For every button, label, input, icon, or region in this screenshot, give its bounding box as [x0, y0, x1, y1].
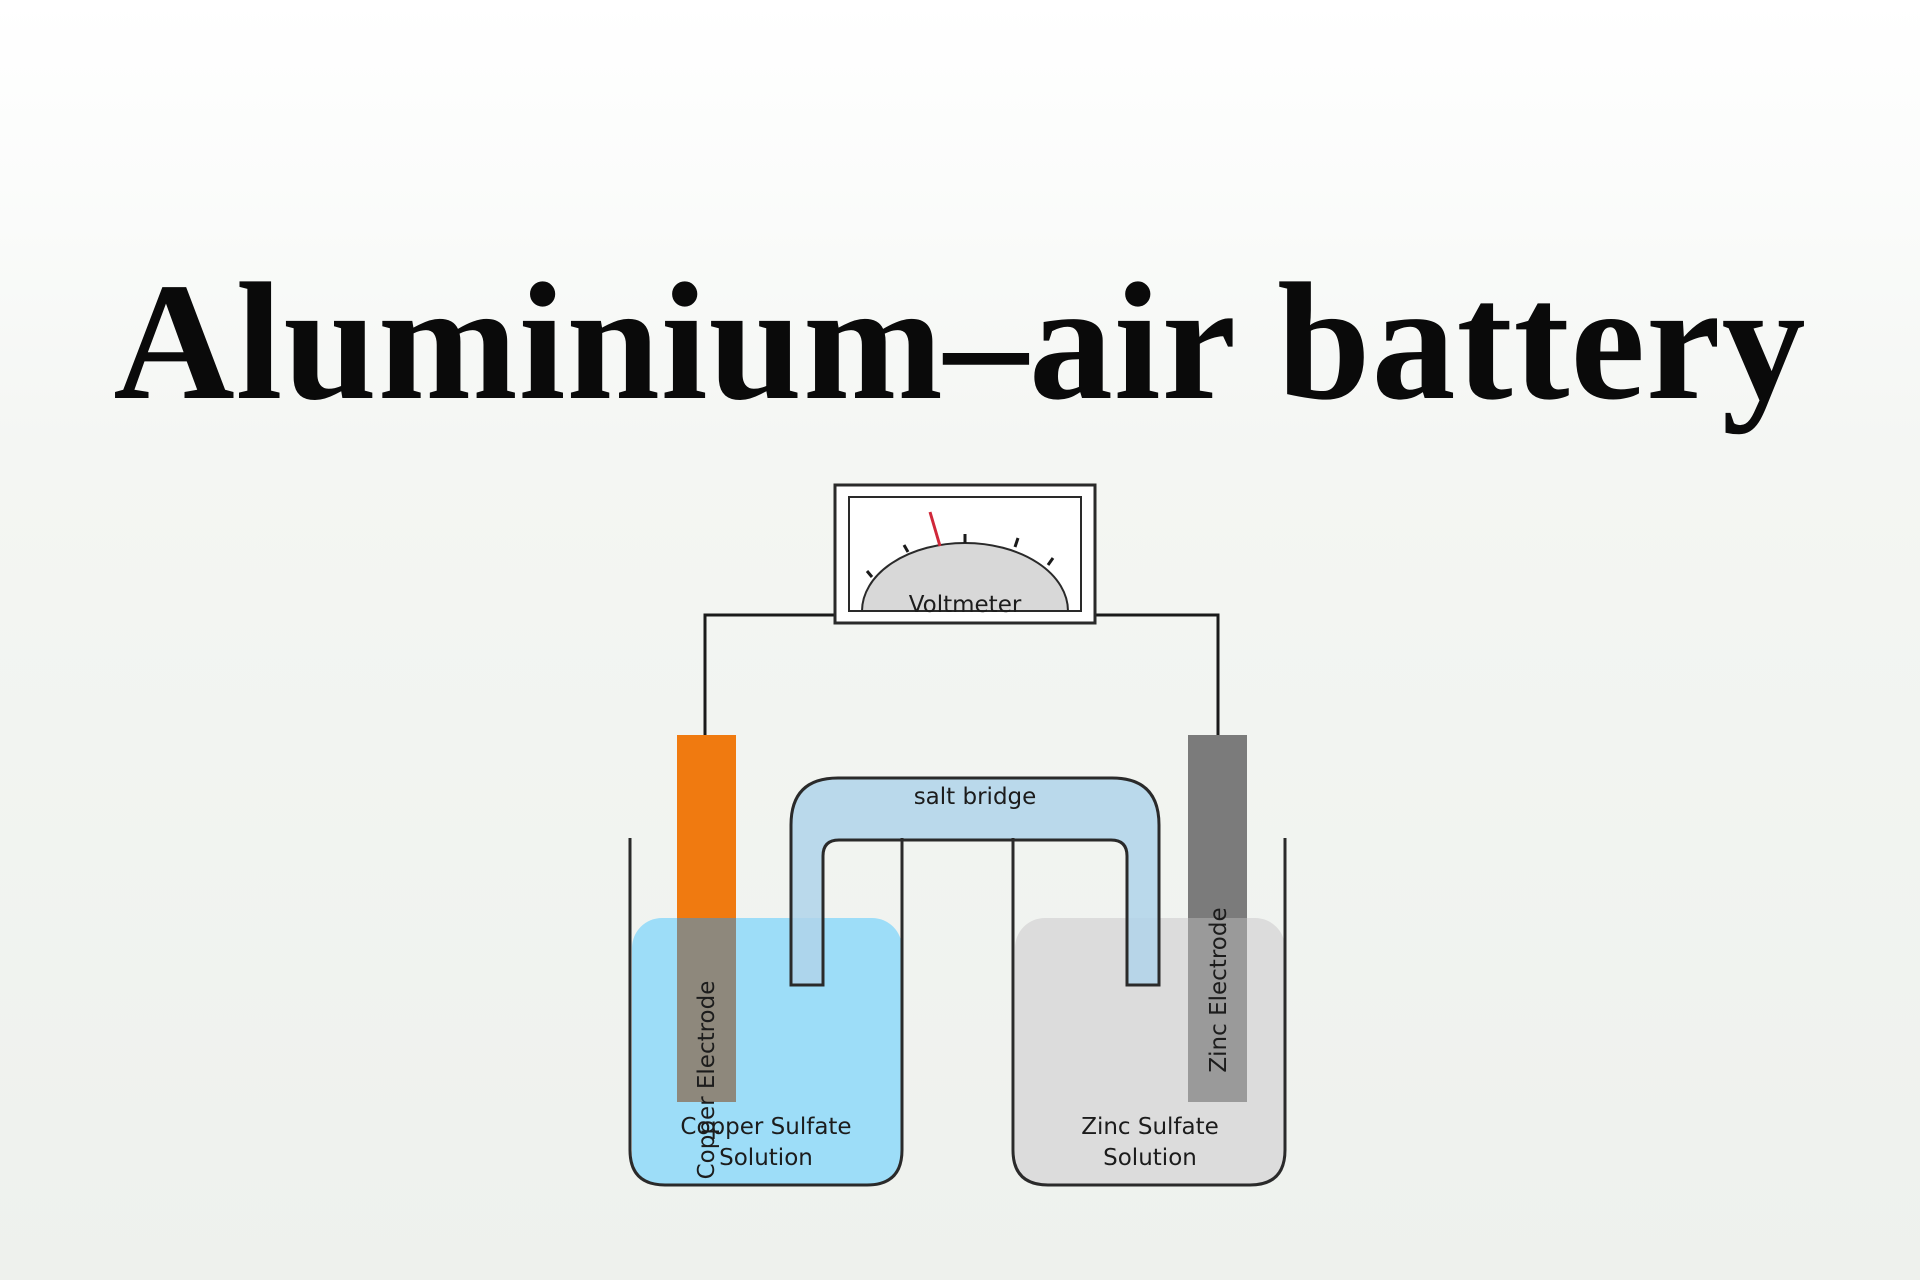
copper-electrode-upper: [677, 735, 736, 919]
copper-electrode-lower: [677, 918, 736, 1102]
voltmeter-needle: [928, 511, 942, 547]
copper-electrode-label: Copper Electrode: [694, 981, 720, 1180]
copper-sulfate-label-line1: Copper Sulfate: [680, 1114, 851, 1140]
salt-bridge: [789, 776, 1161, 987]
zinc-electrode-upper: [1188, 735, 1247, 919]
voltmeter: Voltmeter: [833, 483, 1097, 625]
left-wire: [703, 613, 835, 735]
zinc-electrode-lower: [1188, 918, 1247, 1102]
voltmeter-scale-ticks: [865, 534, 1055, 578]
right-beaker: [1011, 838, 1287, 1187]
zinc-sulfate-label-line1: Zinc Sulfate: [1081, 1114, 1219, 1140]
copper-sulfate-label-line2: Solution: [719, 1145, 813, 1171]
zinc-electrode-label: Zinc Electrode: [1206, 907, 1232, 1072]
voltmeter-dial: [860, 542, 1070, 612]
left-beaker: [628, 838, 904, 1187]
page-title: Aluminium–air battery: [113, 249, 1807, 435]
voltmeter-label: Voltmeter: [909, 592, 1022, 618]
zinc-sulfate-label-line2: Solution: [1103, 1145, 1197, 1171]
salt-bridge-label: salt bridge: [914, 784, 1037, 810]
right-wire: [1095, 613, 1220, 735]
